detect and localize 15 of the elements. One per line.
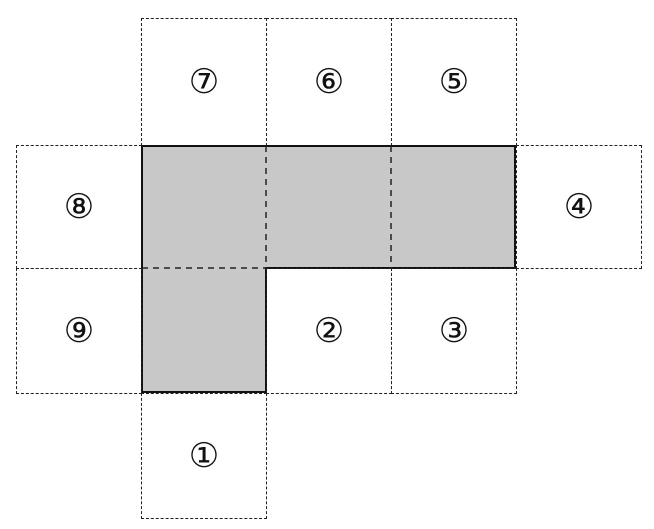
dashed-square [516,145,642,269]
dashed-square [141,393,267,519]
circled-number: ⑤ [438,65,470,99]
dashed-square [391,268,517,394]
circled-number: ② [314,314,344,348]
shaded-shape [141,145,516,393]
circled-number: ③ [438,314,470,348]
dashed-square [266,268,392,394]
circled-number: ⑦ [188,65,220,99]
circled-number: ① [188,439,220,473]
circled-number: ④ [564,190,594,224]
circled-number: ⑥ [314,65,344,99]
dashed-square [16,268,142,394]
circled-number: ⑧ [64,190,94,224]
circled-number: ⑨ [64,314,94,348]
